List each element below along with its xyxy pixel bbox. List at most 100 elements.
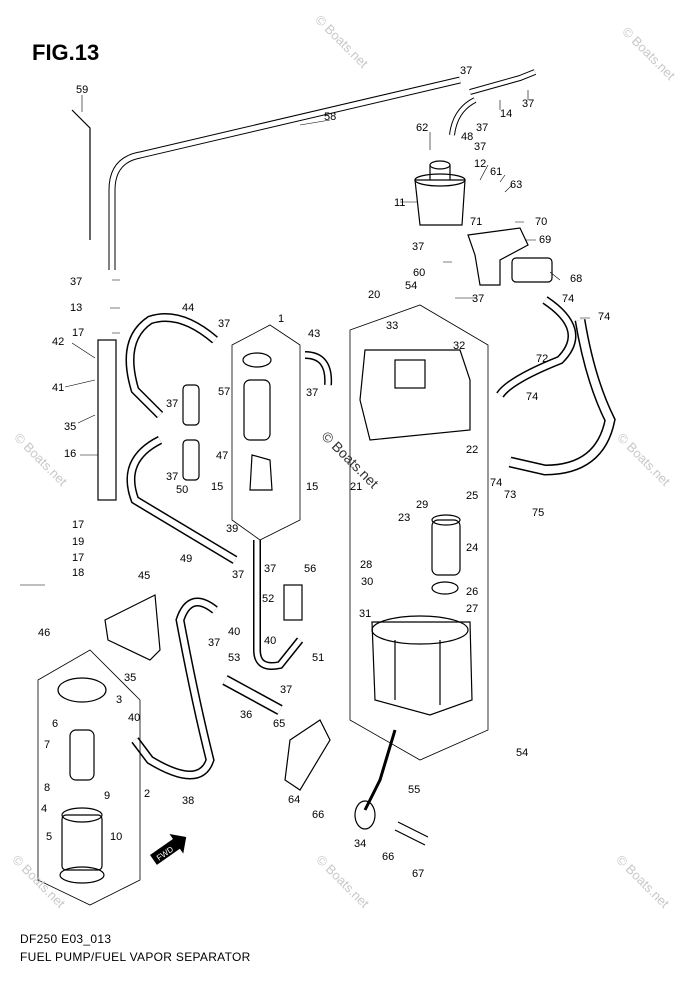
element-7 [69, 729, 95, 781]
callout: 37 [70, 276, 82, 288]
bracket-64 [284, 719, 331, 791]
hose-58 [108, 76, 461, 270]
callout: 71 [470, 216, 482, 228]
valve-68 [511, 257, 553, 283]
callout: 59 [76, 84, 88, 96]
bracket-69 [467, 227, 529, 286]
filter-cup-10 [61, 814, 103, 871]
callout: 37 [472, 293, 484, 305]
callout: 72 [536, 353, 548, 365]
callout: 18 [72, 567, 84, 579]
callout: 12 [474, 158, 486, 170]
grommet-34 [354, 800, 376, 830]
callout: 20 [368, 289, 380, 301]
callout: 60 [413, 267, 425, 279]
callout: 37 [522, 98, 534, 110]
callout: 37 [166, 398, 178, 410]
callout: 66 [382, 851, 394, 863]
callout: 54 [405, 280, 417, 292]
callout: 37 [412, 241, 424, 253]
callout: 68 [570, 273, 582, 285]
filter-52 [283, 584, 303, 621]
diagram-name: FUEL PUMP/FUEL VAPOR SEPARATOR [20, 950, 251, 964]
figure-title: FIG.13 [32, 40, 100, 65]
callout: 64 [288, 794, 300, 806]
callout: 17 [72, 519, 84, 531]
callout: 53 [228, 652, 240, 664]
callout: 10 [110, 831, 122, 843]
callout: 63 [510, 179, 522, 191]
callout: 37 [460, 65, 472, 77]
callout: 25 [466, 490, 478, 502]
callout: 74 [562, 293, 574, 305]
callout: 56 [304, 563, 316, 575]
callout: 15 [211, 481, 223, 493]
callout: 32 [453, 340, 465, 352]
callout: 37 [166, 471, 178, 483]
callout: 67 [412, 868, 424, 880]
callout: 49 [180, 553, 192, 565]
callout: 29 [416, 499, 428, 511]
callout: 35 [124, 672, 136, 684]
callout: 22 [466, 444, 478, 456]
float-chamber [371, 621, 473, 716]
callout: 27 [466, 603, 478, 615]
callout: 31 [359, 608, 371, 620]
callout: 37 [232, 569, 244, 581]
callout: 73 [504, 489, 516, 501]
bracket-45 [104, 594, 161, 661]
callout: 8 [44, 782, 50, 794]
callout: 36 [240, 709, 252, 721]
callout: 19 [72, 536, 84, 548]
bolt-67 [394, 821, 429, 846]
hose-55 [363, 729, 397, 811]
callout: 50 [176, 484, 188, 496]
callout: 33 [386, 320, 398, 332]
callout: 24 [466, 542, 478, 554]
assembly-boundary-20 [349, 304, 489, 761]
callout: 52 [262, 593, 274, 605]
callout: 40 [228, 626, 240, 638]
callout: 30 [361, 576, 373, 588]
callout: 35 [64, 421, 76, 433]
callout: 3 [116, 694, 122, 706]
callout: 41 [52, 382, 64, 394]
callout: 38 [182, 795, 194, 807]
callout: 70 [535, 216, 547, 228]
callout: 5 [46, 831, 52, 843]
callout: 75 [532, 507, 544, 519]
callout: 37 [474, 141, 486, 153]
callout: 6 [52, 718, 58, 730]
callout: 17 [72, 327, 84, 339]
callout: 58 [324, 111, 336, 123]
callout: 28 [360, 559, 372, 571]
callout: 65 [273, 718, 285, 730]
callout: 74 [490, 477, 502, 489]
callout: 48 [461, 131, 473, 143]
callout: 42 [52, 336, 64, 348]
callout: 66 [312, 809, 324, 821]
callout: 62 [416, 122, 428, 134]
assembly-boundary-2 [37, 649, 141, 906]
callout: 74 [598, 311, 610, 323]
callout: 2 [144, 788, 150, 800]
callout: 69 [539, 234, 551, 246]
callout: 47 [216, 450, 228, 462]
callout: 9 [104, 790, 110, 802]
assembly-boundary-1 [231, 324, 301, 541]
head-3 [57, 677, 107, 703]
callout: 55 [408, 784, 420, 796]
callout: 51 [312, 652, 324, 664]
callout: 34 [354, 838, 366, 850]
callout: 4 [41, 803, 47, 815]
callout: 17 [72, 552, 84, 564]
filter-11 [414, 179, 466, 226]
callout: 16 [64, 448, 76, 460]
callout: 7 [44, 739, 50, 751]
callout: 14 [500, 108, 512, 120]
callout: 21 [350, 481, 362, 493]
callout: 37 [218, 318, 230, 330]
callout: 40 [264, 635, 276, 647]
callout: 15 [306, 481, 318, 493]
